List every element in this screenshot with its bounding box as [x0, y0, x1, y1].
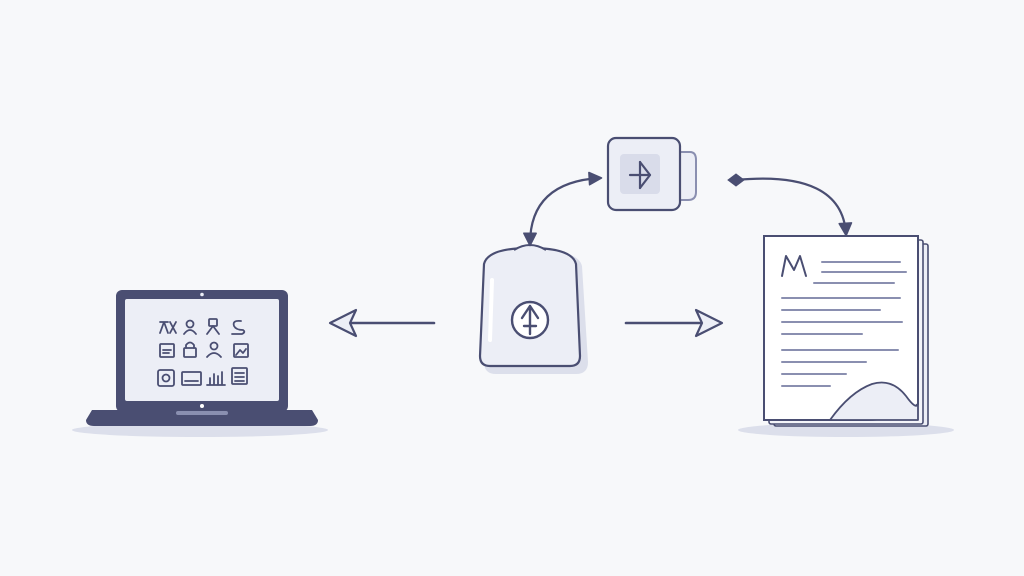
laptop-screen: [125, 299, 279, 401]
arrowhead-left-icon: [328, 308, 358, 338]
arrowhead-right-icon: [694, 308, 724, 338]
upload-bag-icon: [478, 244, 588, 374]
laptop-base: [86, 410, 318, 426]
up-arrow-circle-icon: [510, 300, 550, 340]
screen-icon-bars: [206, 371, 226, 386]
laptop-shadow: [72, 423, 328, 437]
connector-to-document: [624, 308, 724, 338]
laptop-camera: [200, 292, 204, 297]
arrow-icon: [628, 160, 652, 190]
screen-icon-person: [183, 319, 197, 335]
app-grid-icons: [157, 318, 249, 387]
screen-icon-card: [181, 371, 202, 386]
screen-icon-target: [157, 369, 175, 387]
screen-icon-user: [206, 341, 222, 358]
connector-bag-to-mug: [523, 171, 603, 247]
bag-knot: [513, 244, 547, 251]
screen-icon-list: [231, 367, 248, 385]
letter-mark-icon: [781, 255, 807, 277]
document-text-lines: [781, 261, 907, 387]
screen-icon-s-curve: [231, 319, 246, 335]
bag-highlight: [488, 278, 494, 342]
laptop-trackpad: [176, 411, 228, 415]
connector-start-diamond-icon: [727, 173, 745, 187]
mug-icon: [606, 136, 697, 212]
screen-icon-box: [159, 343, 175, 358]
laptop-icon: [72, 290, 328, 437]
screen-icon-glyph-a: [159, 321, 177, 334]
connector-mug-to-document: [727, 173, 853, 237]
screen-icon-image: [233, 343, 249, 358]
laptop-power-dot: [199, 403, 205, 409]
screen-icon-lock: [183, 341, 197, 358]
connector-to-laptop: [328, 308, 436, 338]
document-icon: [738, 235, 954, 437]
document-curl: [829, 381, 919, 421]
screen-icon-flag: [206, 318, 220, 335]
